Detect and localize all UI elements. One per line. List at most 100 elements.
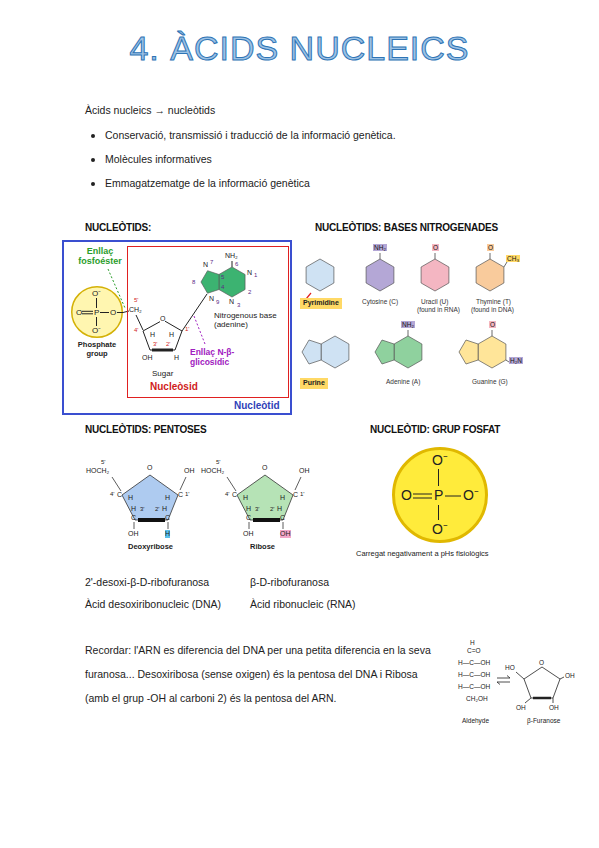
structure-label: C=O bbox=[467, 647, 481, 654]
drawing-part bbox=[553, 698, 554, 703]
atom-label: CH₂ bbox=[129, 306, 142, 314]
bullet-dots bbox=[91, 134, 95, 186]
carbon-number: 4' bbox=[134, 327, 138, 334]
bond-line bbox=[445, 496, 461, 497]
section-heading: NUCLEÒTID: GRUP FOSFAT bbox=[370, 424, 500, 436]
atom-label: O bbox=[160, 315, 165, 323]
body-text: Emmagatzematge de la informació genètica bbox=[105, 177, 310, 189]
drawing-part bbox=[524, 667, 560, 698]
structure-label: H—C—OH bbox=[458, 683, 490, 690]
drawing-part bbox=[366, 259, 394, 291]
base-name: (found in DNA) bbox=[471, 306, 514, 313]
drawing-part bbox=[152, 349, 173, 352]
note: Carregat negativament a pHs fisiològics bbox=[356, 550, 489, 559]
atom-label: HOCH₂ bbox=[201, 467, 224, 475]
atom-number: 2 bbox=[248, 289, 251, 296]
drawing-part bbox=[497, 682, 510, 683]
drawing-part bbox=[504, 262, 507, 267]
substituent-label: NH₂ bbox=[373, 244, 387, 251]
atom-label: OH bbox=[280, 530, 291, 538]
drawing-part bbox=[134, 522, 135, 529]
atom-label: C bbox=[293, 491, 298, 499]
structure-label: H bbox=[470, 639, 475, 646]
paragraph: Recordar: l'ARN es diferencia del DNA pe… bbox=[85, 638, 437, 710]
structure-label: Aldehyde bbox=[462, 717, 489, 724]
nucleotide-box: Enllaç fosfoésterNucleòtidNitrogenous ba… bbox=[62, 240, 292, 415]
atom-number: 8 bbox=[192, 279, 195, 286]
substituent-label: O bbox=[489, 321, 496, 328]
atom-number: 7 bbox=[210, 259, 213, 266]
drawing-part bbox=[421, 259, 449, 291]
node-text: O bbox=[401, 487, 412, 503]
drawing-part bbox=[516, 672, 524, 679]
node-text: O⁻ bbox=[432, 521, 448, 537]
drawing-part bbox=[219, 267, 245, 297]
atom-label: OH bbox=[243, 530, 254, 538]
drawing-part bbox=[168, 522, 169, 529]
drawing-part bbox=[560, 677, 564, 679]
body-text: 2'-desoxi-β-D-ribofuranosa bbox=[85, 576, 209, 588]
drawing-part bbox=[533, 697, 551, 700]
carbon-number: 3' bbox=[153, 341, 157, 348]
drawing-part bbox=[143, 320, 182, 350]
aldehyde-furanose bbox=[497, 667, 564, 703]
atom-number: 3 bbox=[237, 302, 240, 309]
atom-label: 2' bbox=[155, 506, 159, 513]
atom-label: OH bbox=[299, 467, 310, 475]
drawing-part bbox=[249, 522, 250, 529]
drawing-part bbox=[122, 475, 178, 520]
drawing-part bbox=[408, 330, 409, 336]
body-text: Molècules informatives bbox=[105, 153, 212, 165]
substituent-label: O bbox=[487, 244, 494, 251]
pentose-deoxyribose bbox=[112, 475, 186, 529]
atom-label: H bbox=[165, 530, 170, 538]
bond-line bbox=[96, 298, 97, 308]
pyrimidine-tag: Pyrimidine bbox=[300, 298, 342, 309]
drawing-part bbox=[227, 477, 236, 491]
bond-line bbox=[413, 498, 432, 499]
atom-label: H bbox=[280, 494, 285, 502]
nucleotide-structure bbox=[108, 261, 245, 350]
atom-label: HOCH₂ bbox=[86, 467, 109, 475]
atom-label: H bbox=[150, 331, 155, 339]
atom-number: 5 bbox=[221, 274, 224, 281]
atom-label: H bbox=[174, 354, 179, 362]
atom-label: 5' bbox=[216, 459, 220, 466]
node-text: Enllaç fosfoéster bbox=[68, 246, 132, 267]
structure-label: CH₂OH bbox=[466, 695, 488, 702]
substituent-label: H₂N bbox=[509, 357, 523, 364]
drawing-part bbox=[112, 477, 121, 491]
atom-label: C bbox=[131, 514, 136, 522]
bond-line bbox=[100, 312, 109, 313]
node-text: O⁻ bbox=[463, 487, 479, 503]
node-text: O⁻ bbox=[432, 452, 448, 468]
phosphate-group-circle: O⁻OPO⁻O⁻ bbox=[392, 447, 488, 543]
substituent-label: NH₂ bbox=[401, 321, 415, 328]
pentose-ribose bbox=[227, 475, 301, 529]
carbon-number: 1' bbox=[185, 326, 189, 333]
structure-label: OH bbox=[516, 704, 526, 711]
body-text: β-D-ribofuranosa bbox=[250, 576, 329, 588]
node-text: Sugar bbox=[152, 369, 173, 378]
drawing-part bbox=[321, 336, 349, 368]
node-text: Nucleòsid bbox=[150, 381, 198, 393]
node-text: Enllaç N-β-glicosídic bbox=[190, 348, 266, 368]
atom-number: 4 bbox=[221, 284, 224, 291]
circle-shape bbox=[394, 449, 487, 542]
node-text: P bbox=[94, 308, 99, 317]
atom-label: N bbox=[229, 298, 234, 306]
atom-label: N bbox=[209, 295, 214, 303]
atom-label: H bbox=[128, 494, 133, 502]
atom-number: 6 bbox=[235, 261, 238, 268]
drawing-part bbox=[295, 477, 301, 490]
node-text: Phosphate group bbox=[67, 341, 127, 358]
atom-label: NH₂ bbox=[225, 252, 238, 260]
body-text: Àcid ribonucleic (RNA) bbox=[250, 598, 356, 610]
base-name: Cytosine (C) bbox=[362, 298, 398, 305]
atom-label: H bbox=[246, 505, 251, 513]
body-text: Conservació, transmissió i traducció de … bbox=[105, 129, 396, 141]
structure-label: HO bbox=[505, 664, 515, 671]
structure-label: H—C—OH bbox=[458, 671, 490, 678]
drawing-part bbox=[138, 518, 165, 522]
structure-label: OH bbox=[549, 704, 559, 711]
